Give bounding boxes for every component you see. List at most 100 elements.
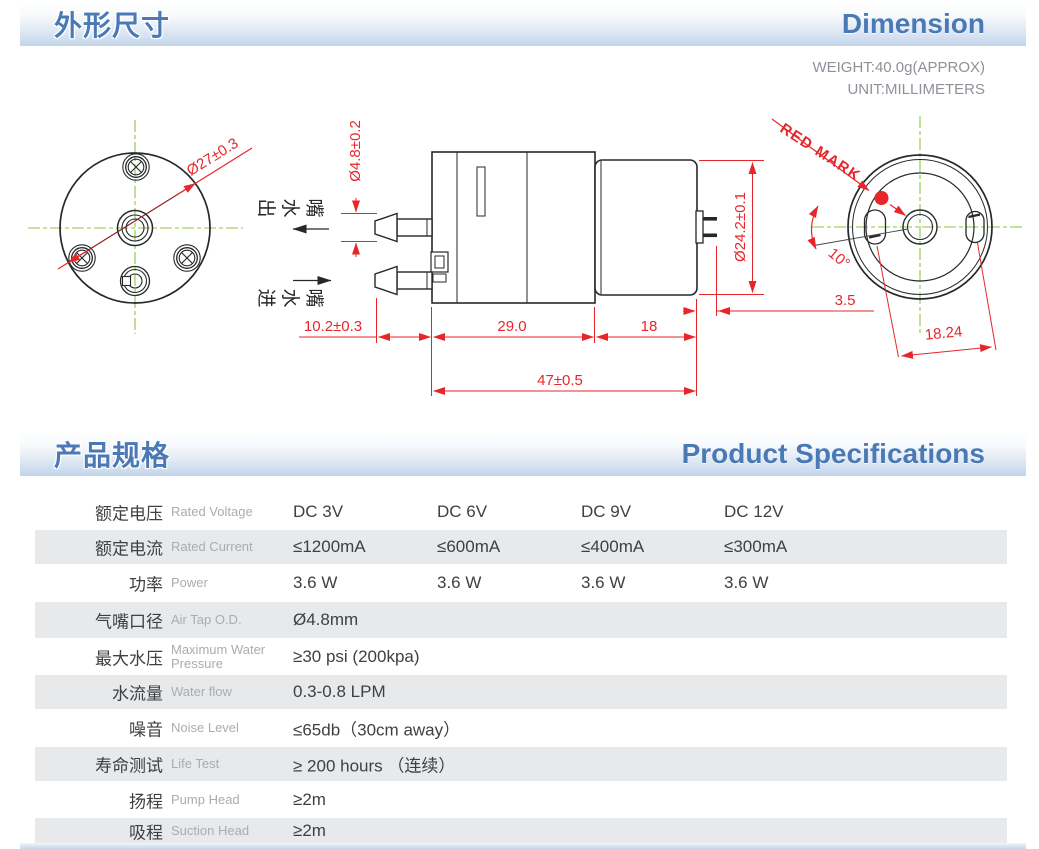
red-mark-text: RED MARK [777,120,864,185]
drawing-notes: WEIGHT:40.0g(APPROX) UNIT:MILLIMETERS [812,57,985,101]
spec-value: ≥2m [293,789,326,809]
unit-note: UNIT:MILLIMETERS [847,81,985,98]
vent-slot-left [863,209,887,245]
specs-title-zh: 产品规格 [54,439,171,471]
body-rib [476,166,486,217]
red-mark-dot [874,191,889,205]
bottom-port [119,265,151,297]
outlet-nozzle [374,212,433,243]
spec-row: 额定电压 Rated Voltage DC 3V DC 6V DC 9V DC 12V [35,494,1007,530]
rotated-char: 进 [255,288,276,308]
motor-body [594,159,698,296]
slot-axis-line [813,228,909,246]
weight-note: WEIGHT:40.0g(APPROX) [812,59,985,76]
spec-value: DC 6V [437,502,488,521]
spec-row: 寿命测试 Life Test ≥ 200 hours （连续） [35,747,1007,781]
spec-label-zh: 最大水压 [95,649,163,668]
specs-title-en: Product Specifications [681,437,985,469]
pump-body [431,151,596,304]
spec-label-en: Suction Head [171,823,250,838]
spec-label-en: Maximum Water Pressure [171,641,266,671]
spec-label-en: Water flow [171,684,232,699]
spec-value: ≥30 psi (200kpa) [293,646,420,666]
spec-value: ≤65db（30cm away） [293,720,461,740]
spec-value: ≤1200mA [293,537,366,556]
motor-terminals [695,210,717,244]
screw-top [122,153,150,181]
spec-label-en: Rated Voltage [171,504,253,519]
rotated-char: 出 [255,198,276,218]
spec-row: 吸程 Suction Head ≥2m [35,818,1007,844]
next-section-band [20,843,1026,849]
spec-value: 0.3-0.8 LPM [293,682,386,701]
dimension-title-en: Dimension [841,8,985,39]
dimension-title-zh: 外形尺寸 [54,10,171,41]
dim-pump-length-text: 29.0 [497,318,526,335]
rotated-char: 嘴 [303,198,324,218]
spec-label-en: Rated Current [171,539,253,554]
spec-label-zh: 气嘴口径 [95,612,163,632]
outlet-port-label: 出水嘴 [254,197,326,219]
dim-nozzle-od-text: Ø4.8±0.2 [347,120,364,182]
spec-label-zh: 吸程 [129,823,163,843]
spec-label-zh: 额定电压 [95,504,163,524]
spec-value: DC 12V [724,502,784,521]
pump-dimension-drawing: Ø27±0.3 [28,116,1025,396]
inlet-nozzle [374,265,433,296]
spec-value: DC 9V [581,502,632,521]
motor-outline [847,154,993,300]
spec-label-zh: 扬程 [129,792,163,811]
spec-value: Ø4.8mm [293,610,359,629]
dim-motor-length-text: 18 [641,318,658,335]
dim-angle-text: 10° [825,245,853,273]
valve-detail [430,251,449,283]
spec-value: ≤600mA [437,537,501,556]
spec-value: 3.6 W [293,573,338,592]
center-hub [116,209,154,247]
spec-value: ≥ 200 hours （连续） [293,756,456,776]
spec-row: 功率 Power 3.6 W 3.6 W 3.6 W 3.6 W [35,564,1007,602]
spec-row: 气嘴口径 Air Tap O.D. Ø4.8mm [35,602,1007,638]
rear-view: 10° RED MARK 18.24 [771,116,1025,359]
spec-value: 3.6 W [437,573,482,592]
spec-value: ≤300mA [724,537,788,556]
rotated-char: 水 [279,198,300,218]
spec-row: 额定电流 Rated Current ≤1200mA ≤600mA ≤400mA ≤300… [35,530,1007,564]
dim-motor-od-text: Ø24.2±0.1 [732,192,749,262]
dim-nozzle-length-text: 10.2±0.3 [304,318,362,335]
angle-arc [807,205,819,250]
spec-value: 3.6 W [581,573,626,592]
spec-label-en: Pump Head [171,791,240,807]
dim-pin-length-text: 3.5 [835,292,856,309]
screw-bottom-right [173,244,201,272]
spec-row: 水流量 Water flow 0.3-0.8 LPM [35,675,1007,709]
dim-slot-spacing-text: 18.24 [924,323,963,344]
spec-row: 扬程 Pump Head ≥2m [35,781,1007,818]
spec-label-en: Power [171,575,208,590]
side-view: Ø4.8±0.2 10.2±0.3 29.0 18 47±0.5 Ø24.2±0… [299,120,874,396]
rotated-char: 嘴 [303,288,324,308]
dim-slot-spacing [876,242,997,359]
spec-label-zh: 噪音 [129,720,163,740]
spec-label-zh: 额定电流 [95,539,163,559]
spec-value: 3.6 W [724,573,769,592]
spec-value: ≥2m [293,821,326,840]
specs-section-header: 产品规格 Product Specifications [20,431,1026,476]
spec-label-en: Air Tap O.D. [171,612,242,627]
spec-label-en: Life Test [171,756,220,771]
pump-outline [59,152,211,304]
vent-slot-right [965,210,985,244]
spec-row: 最大水压 Maximum Water Pressure ≥30 psi (200kp… [35,638,1007,675]
red-mark-leader [771,118,870,191]
inlet-port-label: 进水嘴 [254,287,326,309]
side-view-dims [299,160,874,396]
spec-label-zh: 功率 [129,575,163,595]
dim-total-length-text: 47±0.5 [537,372,583,389]
spec-label-zh: 水流量 [112,684,163,704]
spec-value: DC 3V [293,502,344,521]
spec-label-zh: 寿命测试 [95,756,163,776]
rotated-char: 水 [279,288,300,308]
spec-value: ≤400mA [581,537,645,556]
